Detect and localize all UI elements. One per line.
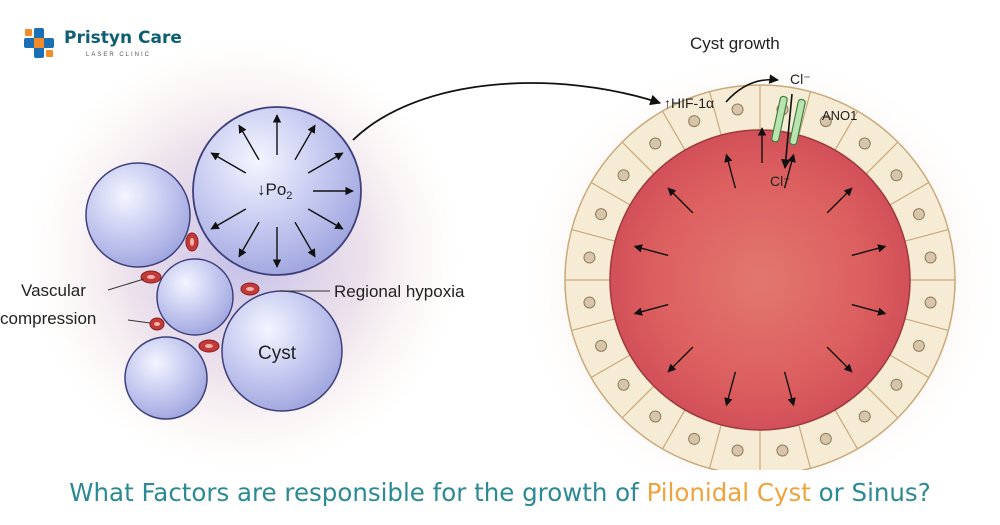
outward-arrow [724, 153, 737, 189]
headline-highlight: Pilonidal Cyst [646, 478, 811, 507]
cell-nucleus [595, 208, 608, 221]
cell-border [621, 141, 655, 175]
vascular-label: Vascular [21, 281, 86, 300]
cell-border [865, 141, 899, 175]
cell-nucleus [617, 378, 630, 391]
outward-arrow [238, 124, 260, 161]
hypoxic-bubble [192, 106, 362, 276]
outward-arrow [307, 208, 344, 230]
outward-arrow [633, 303, 669, 316]
cell-nucleus [595, 339, 608, 352]
cell-nucleus [688, 432, 701, 445]
cell-border [798, 424, 812, 469]
cyst-growth-diagram: ↓Po2 Cyst Vascular compression Regional … [0, 34, 1000, 470]
bubble-top-left [85, 162, 191, 268]
cell-nucleus [890, 378, 903, 391]
bubble-middle [156, 258, 234, 336]
hypoxia-label: Regional hypoxia [334, 282, 465, 301]
cell-border [865, 385, 899, 419]
cell-nucleus [819, 432, 832, 445]
cell-border [834, 110, 859, 151]
headline: What Factors are responsible for the gro… [0, 478, 1000, 507]
cell-nucleus [688, 115, 701, 128]
cell-nucleus [583, 251, 596, 264]
cell-border [661, 110, 686, 151]
cell-border [904, 318, 949, 332]
outward-arrow [851, 244, 887, 257]
brand-logo[interactable]: Pristyn Care LASER CLINIC [22, 24, 202, 64]
cell-nucleus [890, 169, 903, 182]
cell-border [889, 354, 930, 379]
outward-arrow [294, 124, 316, 161]
cell-nucleus [583, 296, 596, 309]
cell-border [621, 385, 655, 419]
cell-nucleus [649, 410, 662, 423]
bubble-bottom-left [124, 336, 208, 420]
cyst-label: Cyst [258, 343, 297, 364]
cell-border [834, 409, 859, 450]
headline-part2: or Sinus? [810, 478, 931, 507]
cl-top-label: Cl⁻ [790, 71, 811, 87]
outward-arrow [783, 371, 796, 407]
outward-arrow [783, 153, 796, 189]
lumen-radial-arrows [633, 153, 887, 407]
blood-vessels [140, 232, 260, 353]
ano1-label: ANO1 [822, 108, 857, 123]
outward-arrow [633, 244, 669, 257]
outward-arrow [724, 371, 737, 407]
outward-arrow [238, 221, 260, 258]
brand-subtitle: LASER CLINIC [86, 52, 152, 58]
compression-label: compression [0, 309, 96, 328]
cell-border [571, 228, 616, 242]
cell-nucleus [731, 444, 744, 457]
cell-nucleus [858, 137, 871, 150]
brand-name: Pristyn Care [64, 28, 182, 48]
cell-nucleus [731, 103, 744, 116]
outward-arrow [667, 346, 694, 373]
epithelial-cells [565, 85, 955, 470]
vascular-leader [107, 278, 145, 291]
po2-label: ↓Po2 [257, 180, 292, 202]
cell-border [661, 409, 686, 450]
cell-nucleus [924, 251, 937, 264]
outward-arrow [210, 152, 247, 174]
outward-arrow [826, 346, 853, 373]
cell-nucleus [649, 137, 662, 150]
hif-arrow [725, 74, 779, 103]
cl-efflux-arrow [781, 93, 793, 169]
compression-leader [127, 319, 151, 324]
cell-nucleus [924, 296, 937, 309]
cell-border [571, 318, 616, 332]
cell-nucleus [858, 410, 871, 423]
growth-title: Cyst growth [690, 34, 780, 53]
cell-nucleus [912, 208, 925, 221]
cell-border [904, 228, 949, 242]
outward-arrow [826, 187, 853, 214]
ano1-channel-icon [771, 95, 806, 146]
medical-cross-icon [24, 28, 54, 58]
outward-arrow [851, 303, 887, 316]
cyst-lumen [609, 129, 911, 431]
cell-border [708, 91, 722, 136]
headline-part1: What Factors are responsible for the gro… [69, 478, 647, 507]
outward-arrow [307, 152, 344, 174]
cell-border [708, 424, 722, 469]
cell-nucleus [776, 444, 789, 457]
cell-nucleus [819, 115, 832, 128]
connector-arrow [352, 82, 662, 141]
hif-label: ↑HIF-1α [664, 95, 714, 111]
cell-nucleus [912, 339, 925, 352]
cell-border [889, 181, 930, 206]
cell-border [590, 181, 631, 206]
outward-arrow [210, 208, 247, 230]
cl-bottom-label: Cl⁻ [770, 173, 791, 189]
outward-arrow [294, 221, 316, 258]
outward-arrow [667, 187, 694, 214]
cell-nucleus [617, 169, 630, 182]
cell-border [590, 354, 631, 379]
hypoxic-radial-arrows [210, 114, 354, 268]
cell-border [798, 91, 812, 136]
